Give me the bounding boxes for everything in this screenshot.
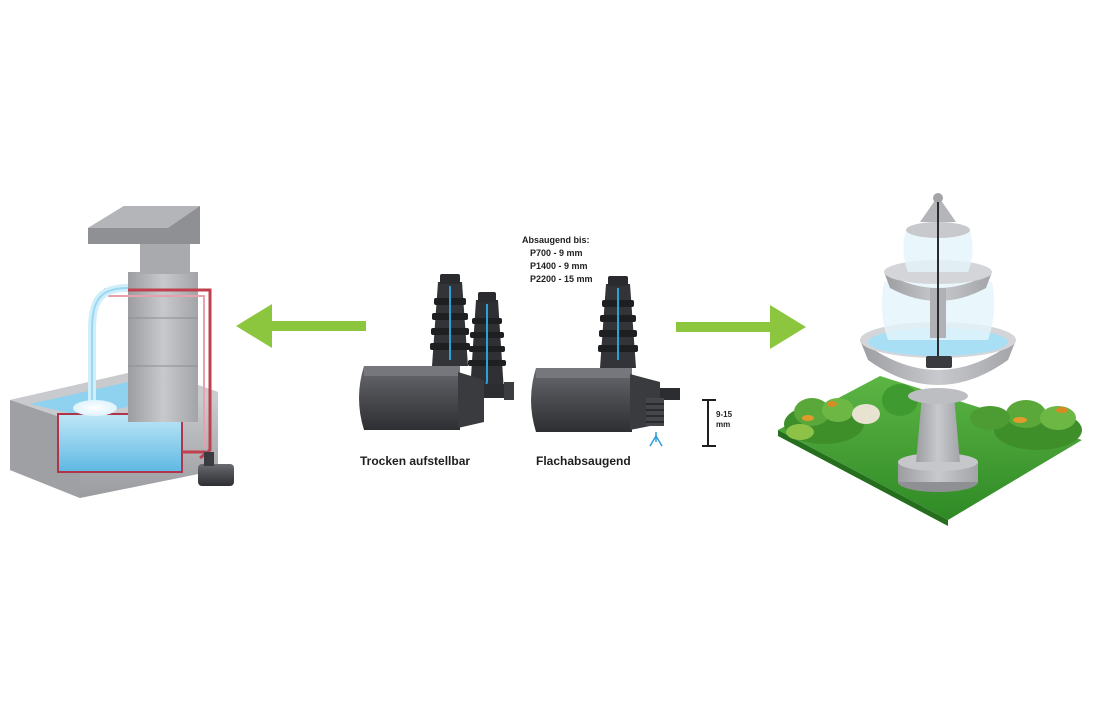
garden-fountain-illustration (778, 193, 1082, 526)
suction-spec-p2200: P2200 - 15 mm (530, 274, 593, 284)
suction-spec-p1400: P1400 - 9 mm (530, 261, 588, 271)
depth-label-value: 9-15 (716, 410, 733, 419)
suction-spec-p700: P700 - 9 mm (530, 248, 583, 258)
depth-bracket (702, 399, 716, 447)
pump-dry-install-illustration (359, 274, 514, 430)
arrow-right-icon (676, 305, 806, 349)
arrow-left-icon (236, 304, 366, 348)
depth-label: 9-15 mm (716, 410, 732, 430)
wall-fountain-illustration (10, 206, 234, 498)
suction-title: Absaugend bis: (522, 235, 590, 245)
label-flat-suction: Flachabsaugend (536, 454, 631, 468)
water-drop-icon (649, 432, 663, 447)
pump-flat-suction-illustration (531, 276, 680, 432)
depth-label-unit: mm (716, 420, 731, 429)
suction-spec-block: Absaugend bis: P700 - 9 mm P1400 - 9 mm … (522, 234, 593, 286)
label-dry-install: Trocken aufstellbar (360, 454, 471, 468)
